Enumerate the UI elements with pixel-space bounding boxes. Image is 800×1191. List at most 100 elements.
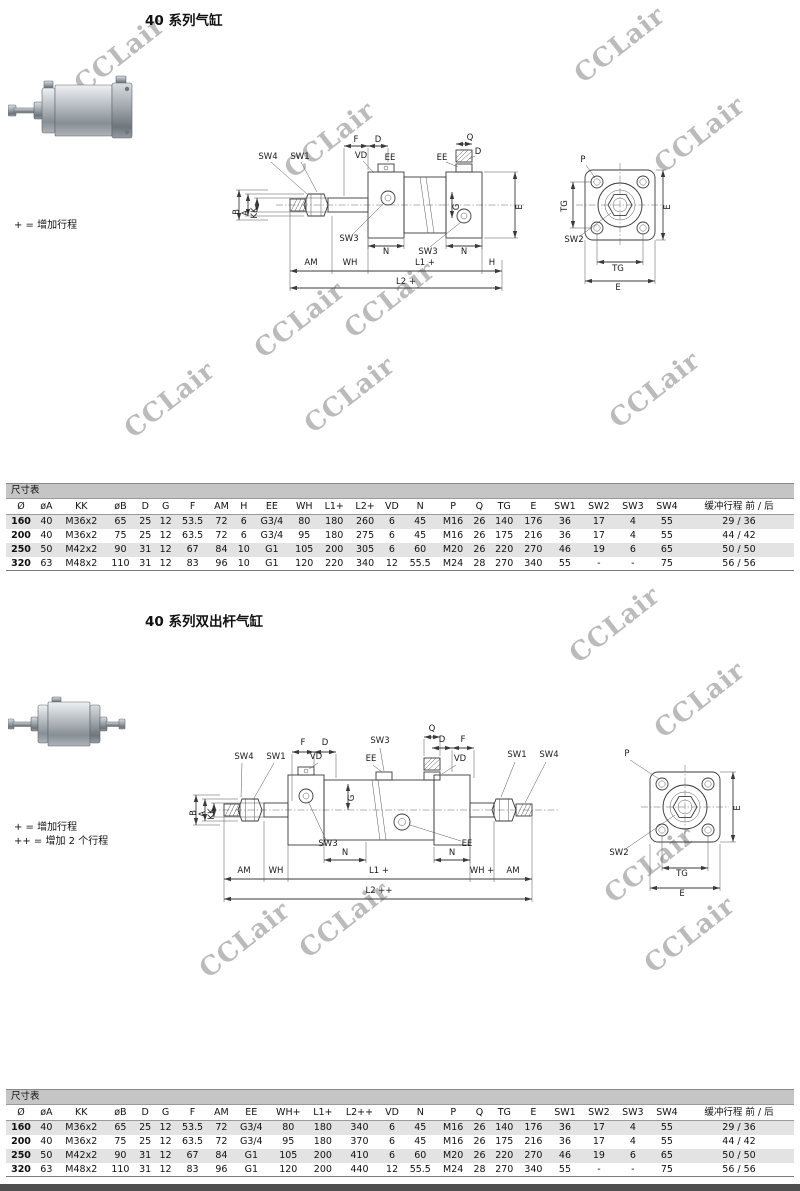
dimension-cell: 140 [489,514,519,529]
dimension-cell: 40 [36,1120,57,1135]
dimension-label: SW2 [609,848,628,858]
dimension-cell: 65 [105,1120,135,1135]
dimension-cell: 275 [356,529,375,541]
column-header: L1+ [318,498,350,515]
dimension-cell: 72 [215,1135,228,1147]
dimension-label: WH + [470,866,495,876]
dimension-cell: 270 [489,556,519,571]
dimension-cell: 6 [380,514,404,529]
dimension-cell: 6 [389,1135,396,1147]
dimension-cell: 19 [581,1148,616,1163]
dimension-label: E [515,204,525,209]
dimension-cell: 216 [524,1135,543,1147]
dimension-cell: 180 [313,1135,332,1147]
bore-size-cell: 200 [11,1135,31,1147]
dimension-label: N [383,247,389,257]
dimension-cell: 28 [469,556,490,571]
dimension-label: SW4 [539,750,558,760]
column-header: G [155,1104,176,1121]
column-header: 缓冲行程 前 / 后 [684,1104,794,1121]
dimension-cell: M36x2 [56,1120,106,1135]
dimension-cell: 12 [380,556,404,571]
dimension-cell: 80 [289,514,319,529]
cylinder-photo-illustration [7,75,133,139]
column-header: L2+ [349,498,381,515]
dimension-cell: 12 [155,1148,176,1163]
table-caption: 尺寸表 [6,483,794,499]
dimension-label: AM [304,258,317,268]
dimension-label: G [347,795,357,802]
dimension-cell: 60 [403,542,437,557]
dimension-cell: 75 [114,1135,127,1147]
dimension-label: L1 + [369,866,389,876]
dimension-cell: 50 [36,542,57,557]
dimension-cell: 75 [649,556,684,571]
column-header: TG [489,1104,519,1121]
dimension-cell: 17 [592,529,605,541]
dimension-cell: 6 [240,529,247,541]
dimension-cell: 65 [649,542,684,557]
dimension-cell: 83 [175,556,210,571]
dimension-cell: 31 [134,1162,156,1177]
column-header: KK [56,1104,106,1121]
dimension-label: WH [269,866,284,876]
dimension-cell: - [581,1162,616,1177]
dimension-cell: 45 [414,1135,427,1147]
dimension-cell: 55 [649,1120,684,1135]
column-header: D [135,498,156,515]
dimension-cell: 72 [209,514,234,529]
column-header: SW1 [547,498,582,515]
column-header: EE [253,498,290,515]
dimension-cell: 200 [307,1148,339,1163]
watermark: CCLair [568,0,672,90]
dimension-label: D [475,147,482,157]
table-caption-row: 尺寸表 [6,483,794,499]
dimension-cell: 40 [36,514,57,529]
dimension-cell: 55 [547,1162,582,1177]
bore-size-cell: 160 [6,1120,36,1135]
dimension-cell: 90 [105,1148,135,1163]
dimension-cell: 50 / 50 [684,1148,794,1163]
dimension-label: Q [429,724,436,734]
dimension-label: SW3 [370,736,389,746]
dimension-cell: 31 [135,556,156,571]
dimension-label: EE [462,839,473,849]
dimension-label: B [232,209,242,215]
dimension-cell: 46 [547,1148,582,1163]
dimension-cell: 270 [489,1162,519,1177]
dimension-cell: 10 [233,542,254,557]
column-header: G [155,498,176,515]
dimension-label: A [241,210,251,216]
column-header: VD [380,1104,404,1121]
dimension-cell: 340 [349,556,381,571]
dimension-cell: 63.5 [182,529,204,541]
dimension-cell: 305 [349,542,381,557]
dimension-cell: 26 [473,529,486,541]
dimension-cell: 12 [155,1162,176,1177]
dimension-cell: 25 [139,1135,152,1147]
column-header: øB [105,1104,135,1121]
dimension-cell: 200 [307,1162,339,1177]
dimension-label: SW1 [290,152,309,162]
dimension-cell: 90 [105,542,136,557]
double-rod-cylinder-photo-illustration [7,696,126,747]
watermark: CCLair [603,345,707,435]
dimension-cell: 216 [524,529,543,541]
column-header: 缓冲行程 前 / 后 [684,498,794,515]
dimension-label: SW3 [318,839,337,849]
dimension-cell: 12 [155,1120,176,1135]
dimension-cell: M24 [437,1162,470,1177]
dimension-label: TG [611,264,624,274]
bore-size-cell: 200 [11,529,31,541]
watermark: CCLair [118,355,222,445]
dimension-cell: 340 [338,1120,381,1135]
dimension-cell: 56 / 56 [684,1162,794,1177]
dimension-cell: G1 [233,1148,270,1163]
dimension-cell: 44 / 42 [722,529,756,541]
bore-size-cell: 320 [6,1162,36,1177]
